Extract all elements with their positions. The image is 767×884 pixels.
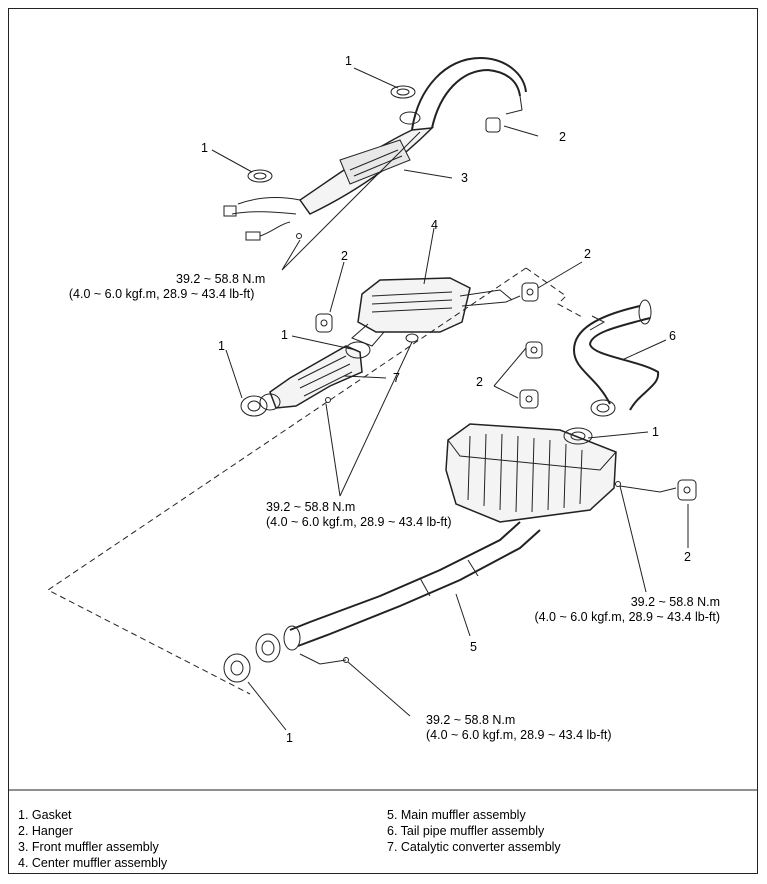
callout-gasket-center: 1 — [281, 328, 288, 342]
assembly-dashed-line — [47, 267, 585, 695]
torque-spec-front: 39.2 ~ 58.8 N.m (4.0 ~ 6.0 kgf.m, 28.9 ~… — [69, 272, 266, 302]
callout-hanger-tail: 2 — [476, 375, 483, 389]
leader-lines — [211, 67, 689, 731]
callout-main-muffler: 5 — [470, 640, 477, 654]
callout-hanger-center-right: 2 — [584, 247, 591, 261]
legend-right: 5. Main muffler assembly 6. Tail pipe mu… — [387, 807, 561, 855]
torque-spec-nm: 39.2 ~ 58.8 N.m — [630, 595, 720, 609]
callout-hanger-top: 2 — [559, 130, 566, 144]
torque-spec-alt: (4.0 ~ 6.0 kgf.m, 28.9 ~ 43.4 lb-ft) — [68, 287, 255, 301]
main-muffler-assembly — [223, 423, 621, 683]
callout-tail-pipe-muffler: 6 — [669, 329, 676, 343]
legend-item: 7. Catalytic converter assembly — [387, 840, 561, 854]
callout-gasket-bottom: 1 — [286, 731, 293, 745]
callout-gasket-left: 1 — [201, 141, 208, 155]
torque-spec-alt: (4.0 ~ 6.0 kgf.m, 28.9 ~ 43.4 lb-ft) — [266, 515, 452, 529]
torque-spec-alt: (4.0 ~ 6.0 kgf.m, 28.9 ~ 43.4 lb-ft) — [534, 610, 720, 624]
torque-spec-nm: 39.2 ~ 58.8 N.m — [266, 500, 356, 514]
legend-item: 6. Tail pipe muffler assembly — [387, 824, 545, 838]
center-muffler-assembly — [351, 277, 521, 347]
callout-gasket-top: 1 — [345, 54, 352, 68]
legend-item: 5. Main muffler assembly — [387, 808, 526, 822]
torque-spec-alt: (4.0 ~ 6.0 kgf.m, 28.9 ~ 43.4 lb-ft) — [426, 728, 612, 742]
hanger-tail-lower — [519, 389, 539, 409]
front-muffler-assembly — [223, 56, 527, 241]
legend-item: 4. Center muffler assembly — [18, 856, 168, 870]
torque-spec-nm: 39.2 ~ 58.8 N.m — [426, 713, 516, 727]
torque-spec-center: 39.2 ~ 58.8 N.m (4.0 ~ 6.0 kgf.m, 28.9 ~… — [266, 500, 452, 530]
legend-item: 3. Front muffler assembly — [18, 840, 159, 854]
callout-front-muffler: 3 — [461, 171, 468, 185]
callout-catalytic-converter: 7 — [393, 371, 400, 385]
callout-gasket-main: 1 — [652, 425, 659, 439]
callout-center-muffler: 4 — [431, 218, 438, 232]
diagram-frame — [8, 8, 758, 874]
callout-hanger-main: 2 — [684, 550, 691, 564]
hanger-tail-upper — [525, 341, 543, 359]
tail-pipe-muffler-assembly — [572, 299, 660, 417]
catalytic-converter-assembly — [240, 341, 371, 417]
callout-hanger-center-left: 2 — [341, 249, 348, 263]
hanger-main-right — [619, 479, 697, 501]
torque-spec-main: 39.2 ~ 58.8 N.m (4.0 ~ 6.0 kgf.m, 28.9 ~… — [512, 595, 720, 625]
callout-gasket-catalytic: 1 — [218, 339, 225, 353]
hanger-center-left — [315, 313, 333, 333]
legend-item: 1. Gasket — [18, 808, 72, 822]
legend-item: 2. Hanger — [18, 824, 73, 838]
torque-spec-bottom: 39.2 ~ 58.8 N.m (4.0 ~ 6.0 kgf.m, 28.9 ~… — [426, 713, 612, 743]
torque-spec-nm: 39.2 ~ 58.8 N.m — [176, 272, 266, 286]
hanger-center-right — [521, 282, 539, 302]
legend-left: 1. Gasket 2. Hanger 3. Front muffler ass… — [18, 807, 167, 871]
